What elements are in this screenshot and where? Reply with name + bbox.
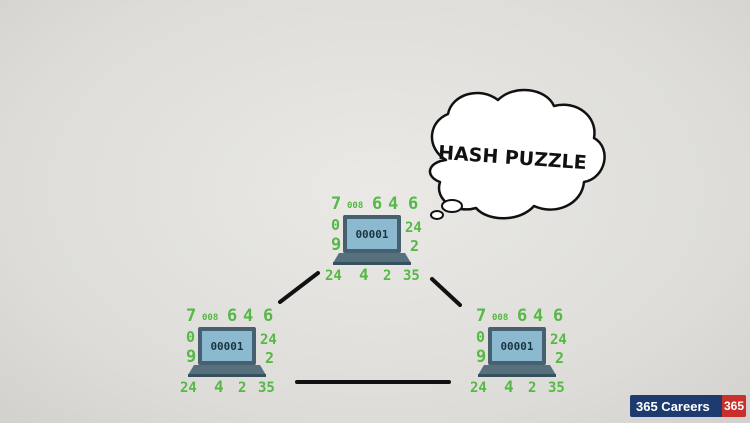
brand-badge: 365 <box>722 395 746 417</box>
network-node-top <box>325 194 422 284</box>
brand-name: 365 Careers <box>636 398 710 414</box>
network-edge-top-right <box>430 277 462 307</box>
network-node-left <box>180 306 277 396</box>
network-node-right <box>470 306 567 396</box>
thought-bubble: HASH PUZZLE <box>428 88 606 220</box>
brand-logo: 365 Careers 365 <box>630 395 746 417</box>
network-edge-top-left <box>278 271 320 304</box>
